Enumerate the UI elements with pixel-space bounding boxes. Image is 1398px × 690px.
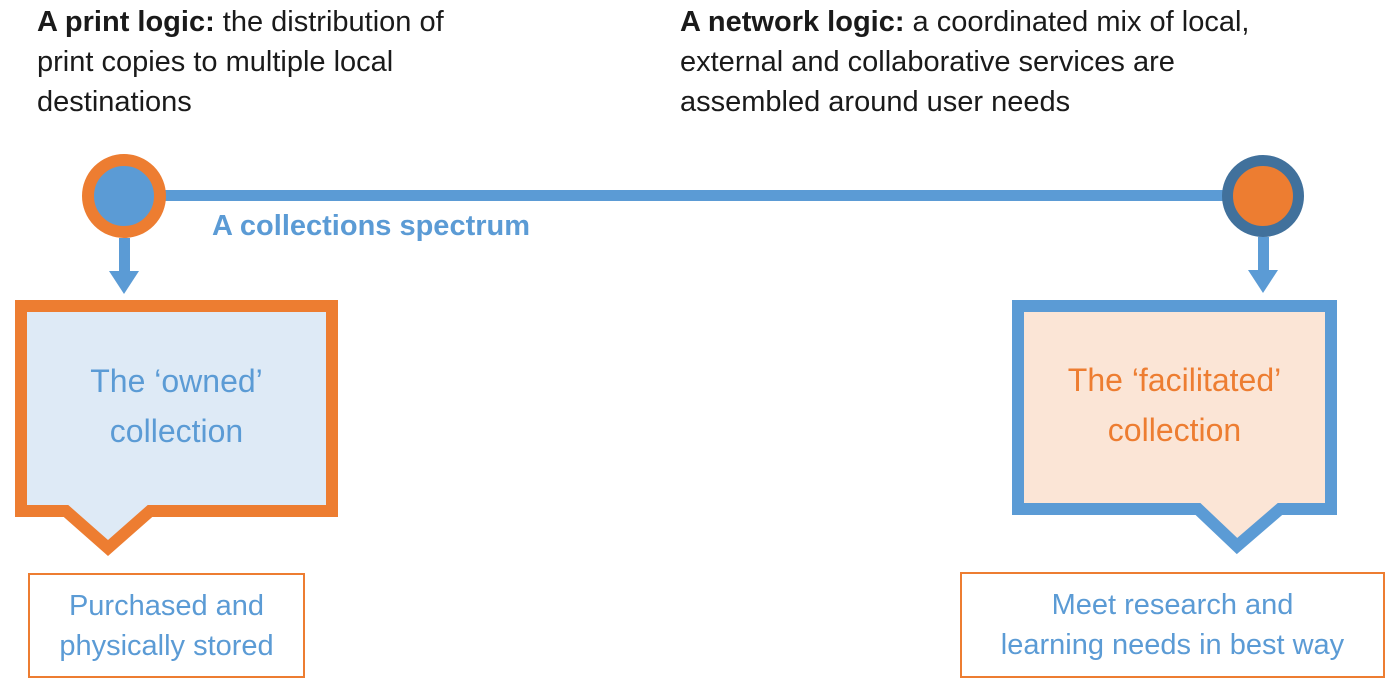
right-down-arrow-shaft-icon xyxy=(1258,237,1269,271)
right-down-arrow-head-icon xyxy=(1248,270,1278,293)
meet-needs-line1: Meet research and xyxy=(1051,589,1294,621)
purchased-stored-line1: Purchased and xyxy=(68,589,265,622)
print-logic-note-line1: A print logic: the distribution of xyxy=(37,2,557,42)
left-down-arrow-head-icon xyxy=(109,271,139,294)
print-logic-note-line2: print copies to multiple local xyxy=(37,46,394,78)
owned-collection-line2: collection xyxy=(109,412,244,449)
spectrum-line xyxy=(124,190,1263,201)
owned-collection-callout-bubble xyxy=(15,300,338,556)
print-logic-note: A print logic: the distribution of print… xyxy=(37,2,557,122)
facilitated-collection-callout-shape xyxy=(1012,300,1337,555)
network-logic-note-line2: external and collaborative services are xyxy=(680,46,1175,78)
spectrum-label: A collections spectrum xyxy=(212,210,531,242)
network-logic-note-line1: A network logic: a coordinated mix of lo… xyxy=(680,2,1280,42)
purchased-stored-line2: physically stored xyxy=(59,629,274,662)
meet-needs-line2: learning needs in best way xyxy=(1000,629,1345,661)
spectrum-endpoint-right-circle-icon xyxy=(1222,155,1304,237)
print-logic-note-line1-rest: the distribution of xyxy=(214,6,444,38)
print-logic-note-bold: A print logic: xyxy=(37,6,215,38)
network-logic-note-line1-rest: a coordinated mix of local, xyxy=(904,6,1250,38)
facilitated-collection-callout-bubble xyxy=(1012,300,1337,555)
facilitated-collection-callout-text: The ‘facilitated’ collection xyxy=(1012,300,1337,509)
facilitated-collection-line1: The ‘facilitated’ xyxy=(1067,361,1282,398)
owned-collection-callout-shape xyxy=(15,300,338,556)
network-logic-note-bold: A network logic: xyxy=(680,6,905,38)
facilitated-collection-line2: collection xyxy=(1107,411,1242,448)
owned-collection-line1: The ‘owned’ xyxy=(90,362,263,399)
network-logic-note: A network logic: a coordinated mix of lo… xyxy=(680,2,1280,122)
spectrum-endpoint-left-circle-icon xyxy=(82,154,166,238)
network-logic-note-line3: assembled around user needs xyxy=(680,86,1071,118)
purchased-stored-box: Purchased and physically stored xyxy=(28,573,305,678)
print-logic-note-line3: destinations xyxy=(37,86,192,118)
left-down-arrow-shaft-icon xyxy=(119,238,130,272)
meet-needs-box: Meet research and learning needs in best… xyxy=(960,572,1385,678)
owned-collection-callout-text: The ‘owned’ collection xyxy=(15,300,338,511)
